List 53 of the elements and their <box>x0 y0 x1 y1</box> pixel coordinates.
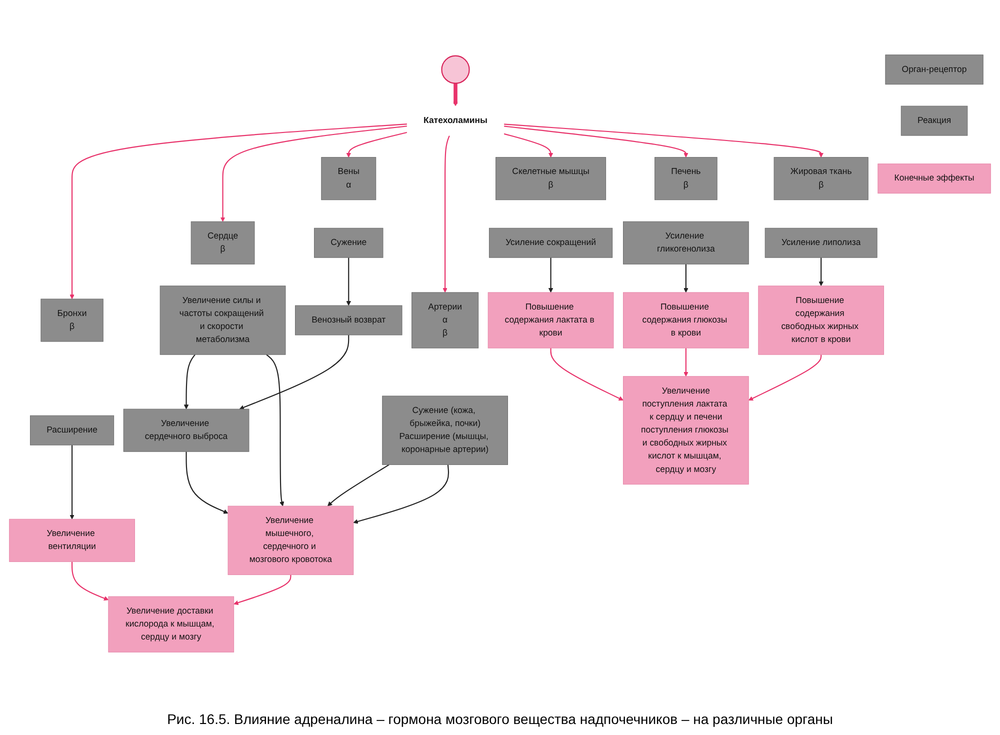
arrow <box>220 126 408 222</box>
arrow <box>70 445 74 520</box>
node-box: Увеличение поступления лактата к сердцу и печени поступления глюкозы и свободных жирных кислот к мышцам, сердцу и мозгу <box>623 376 749 485</box>
arrow <box>353 464 450 524</box>
node-box: Бронхи β <box>40 298 104 342</box>
node-box: Венозный возврат <box>295 305 402 336</box>
arrow <box>504 124 824 158</box>
node-box: Увеличение доставки кислорода к мышцам, сердцу и мозгу <box>108 596 234 652</box>
node-box: Увеличение мышечного, сердечного и мозгового кровотока <box>228 506 354 576</box>
node-box: Увеличение вентиляции <box>9 518 135 562</box>
arrow <box>684 264 688 293</box>
node-text: Катехоламины <box>424 116 488 126</box>
node-box: Повышение содержания глюкозы в крови <box>623 292 749 348</box>
node-box: Усиление гликогенолиза <box>623 221 749 264</box>
node-box: Увеличение сердечного выброса <box>123 408 250 452</box>
node-picture <box>441 55 470 84</box>
node-box: Жировая ткань β <box>774 157 868 200</box>
arrow <box>442 135 450 293</box>
arrow <box>239 334 350 410</box>
arrow <box>453 83 458 106</box>
arrow <box>234 574 292 606</box>
arrow <box>327 464 390 506</box>
node-box: Скелетные мышцы β <box>496 157 606 200</box>
arrow <box>504 126 688 158</box>
node-box: Сужение (кожа, брыжейка, почки) Расширение (мышцы, коронарные артерии) <box>382 396 508 465</box>
arrow <box>70 123 408 300</box>
arrow <box>818 258 824 286</box>
arrow <box>548 258 554 293</box>
node-box: Увеличение силы и частоты сокращений и скорости метаболизма <box>160 286 286 355</box>
arrow <box>186 452 228 514</box>
node-box: Сердце β <box>190 221 255 264</box>
arrow <box>266 354 284 506</box>
node-box: Печень β <box>654 157 718 200</box>
arrow <box>504 133 554 158</box>
arrow <box>748 354 822 401</box>
node-box: Усиление сокращений <box>488 228 613 258</box>
node-box: Усиление липолиза <box>764 228 878 258</box>
arrow <box>71 562 109 601</box>
node-box: Вены α <box>321 157 376 200</box>
arrow <box>550 348 624 401</box>
node-box: Артерии α β <box>412 292 479 348</box>
arrow <box>346 258 352 306</box>
figure-caption: Рис. 16.5. Влияние адреналина – гормона мозгового вещества надпочечников – на различные органы <box>166 710 834 729</box>
node-box: Орган-рецептор <box>885 54 984 85</box>
arrow <box>184 354 196 410</box>
node-box: Конечные эффекты <box>878 164 991 194</box>
arrow <box>346 132 408 158</box>
node-box: Расширение <box>30 415 114 446</box>
arrow <box>684 348 688 377</box>
node-box: Повышение содержания лактата в крови <box>488 292 614 348</box>
node-box: Реакция <box>900 106 968 136</box>
node-box: Повышение содержания свободных жирных кислот в крови <box>758 286 884 355</box>
node-box: Сужение <box>314 228 384 258</box>
